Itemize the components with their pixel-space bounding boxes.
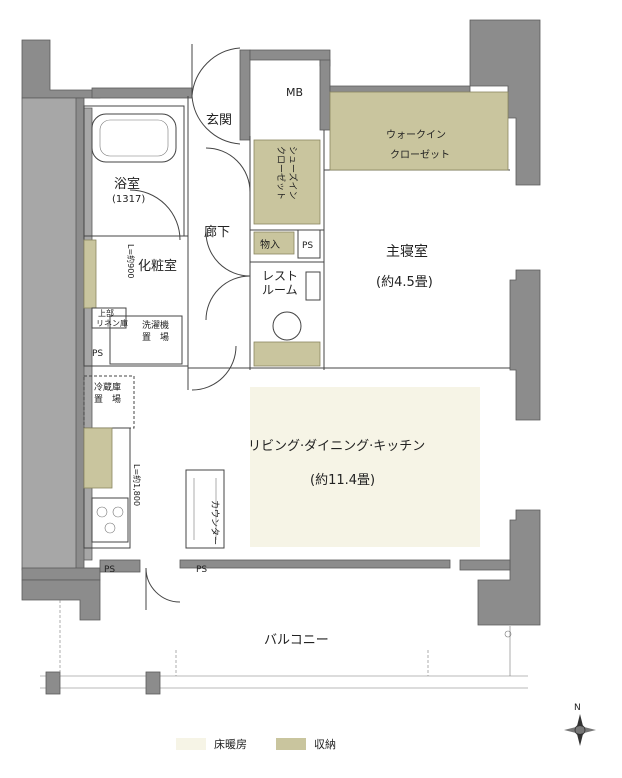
master-bedroom-label: 主寝室	[386, 243, 428, 260]
legend-floor-heating-label: 床暖房	[214, 737, 247, 751]
shoes-closet-area	[253, 139, 321, 225]
washer-label: 洗濯機 置 場	[142, 319, 172, 343]
entrance-label: 玄関	[206, 113, 232, 128]
ps-label-corridor: PS	[302, 241, 313, 251]
counter-label: カウンター	[209, 500, 220, 545]
kitchen-storage-area	[83, 427, 113, 489]
bath-size-label: (1317)	[112, 194, 145, 205]
washer-line2: 置 場	[142, 331, 169, 343]
legend: 床暖房 収納	[176, 737, 336, 751]
corridor-label: 廊下	[204, 224, 230, 240]
linen-label: 上部 リネン庫	[96, 308, 128, 328]
storage-label: 物入	[260, 238, 280, 251]
restroom-line1: レスト	[262, 269, 298, 283]
walkin-line1: ウォークイン	[386, 129, 446, 141]
restroom-label: レスト ルーム	[262, 269, 302, 297]
restroom-storage-area	[253, 341, 321, 367]
kitchen-height-label: L=約1,800	[132, 464, 142, 506]
balcony-label: バルコニー	[264, 633, 329, 648]
bath-label: 浴室	[114, 176, 140, 192]
fridge-label: 冷蔵庫 置 場	[94, 381, 124, 405]
washer-line1: 洗濯機	[142, 319, 169, 331]
ps-label-powder: PS	[92, 349, 103, 359]
restroom-line2: ルーム	[262, 283, 298, 297]
linen-line2: リネン庫	[96, 318, 128, 328]
door-swings	[129, 44, 251, 610]
compass: N	[564, 703, 596, 746]
balcony-rail	[40, 600, 528, 695]
ldk-size-label: (約11.4畳)	[310, 473, 375, 488]
shoes-closet-label: シューズイン クローゼット	[275, 146, 299, 202]
north-label: N	[574, 703, 581, 713]
powder-room-label: 化粧室	[138, 258, 177, 274]
powder-height-label: L=約900	[126, 244, 136, 278]
ldk-label: リビング·ダイニング·キッチン	[248, 439, 425, 454]
walkin-closet-area	[329, 91, 509, 171]
ps-label-bottom-right: PS	[196, 565, 207, 575]
ps-label-bottom-left: PS	[104, 565, 115, 575]
walkin-line2: クローゼット	[390, 149, 450, 161]
fridge-line2: 置 場	[94, 393, 121, 405]
fridge-line1: 冷蔵庫	[94, 381, 121, 393]
linen-line1: 上部	[98, 308, 114, 318]
legend-floor-heating-swatch	[176, 738, 206, 750]
legend-storage-label: 収納	[314, 738, 336, 751]
floor-heating-area	[250, 387, 480, 547]
walkin-closet-label: ウォークイン クローゼット	[386, 129, 450, 161]
shoes-closet-line2: クローゼット	[275, 146, 287, 200]
storage-room-area	[253, 231, 295, 255]
mb-label: MB	[286, 86, 303, 99]
exterior-walls	[21, 19, 541, 626]
legend-storage-swatch	[276, 738, 306, 750]
master-size-label: (約4.5畳)	[376, 275, 433, 290]
